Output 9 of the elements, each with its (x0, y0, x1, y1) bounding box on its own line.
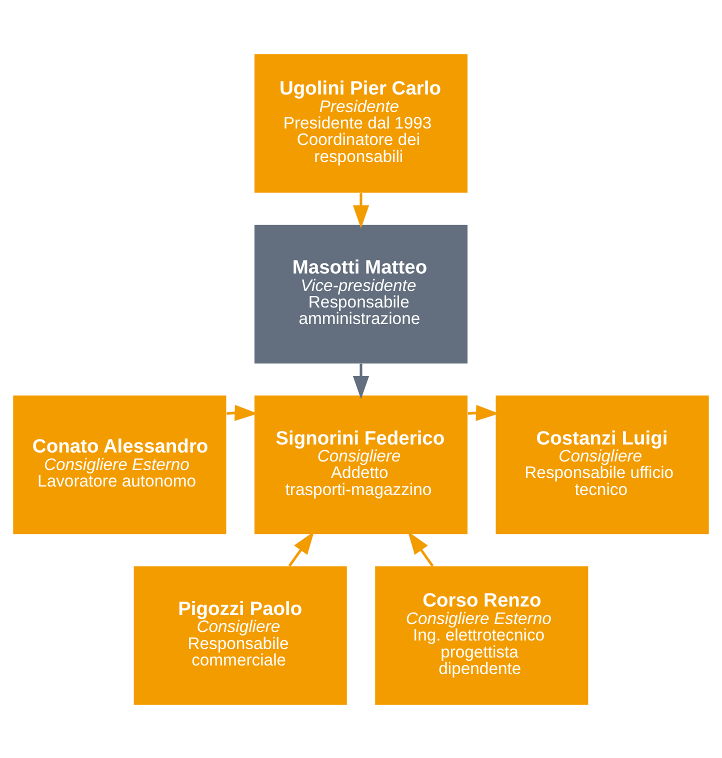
node-box: Signorini Federico Consigliere Addetto trasporti-magazzino (254, 395, 468, 534)
arrow (352, 192, 370, 228)
arrow (352, 363, 370, 399)
node-box: Conato Alessandro Consigliere Esterno Lavoratore autonomo (13, 395, 226, 534)
node-box: Masotti Matteo Vice-presidente Responsabile amministrazione (254, 224, 468, 363)
node-box: Corso Renzo Consigliere Esterno Ing. elettrotecnico progettista dipendente (375, 566, 588, 704)
node-box: Costanzi Luigi Consigliere Responsabile ufficio tecnico (496, 395, 709, 534)
node-box: Pigozzi Paolo Consigliere Responsabile commerciale (134, 566, 347, 704)
node-box: Ugolini Pier Carlo Presidente Presidente dal 1993 Coordinatore dei responsabili (254, 54, 468, 192)
